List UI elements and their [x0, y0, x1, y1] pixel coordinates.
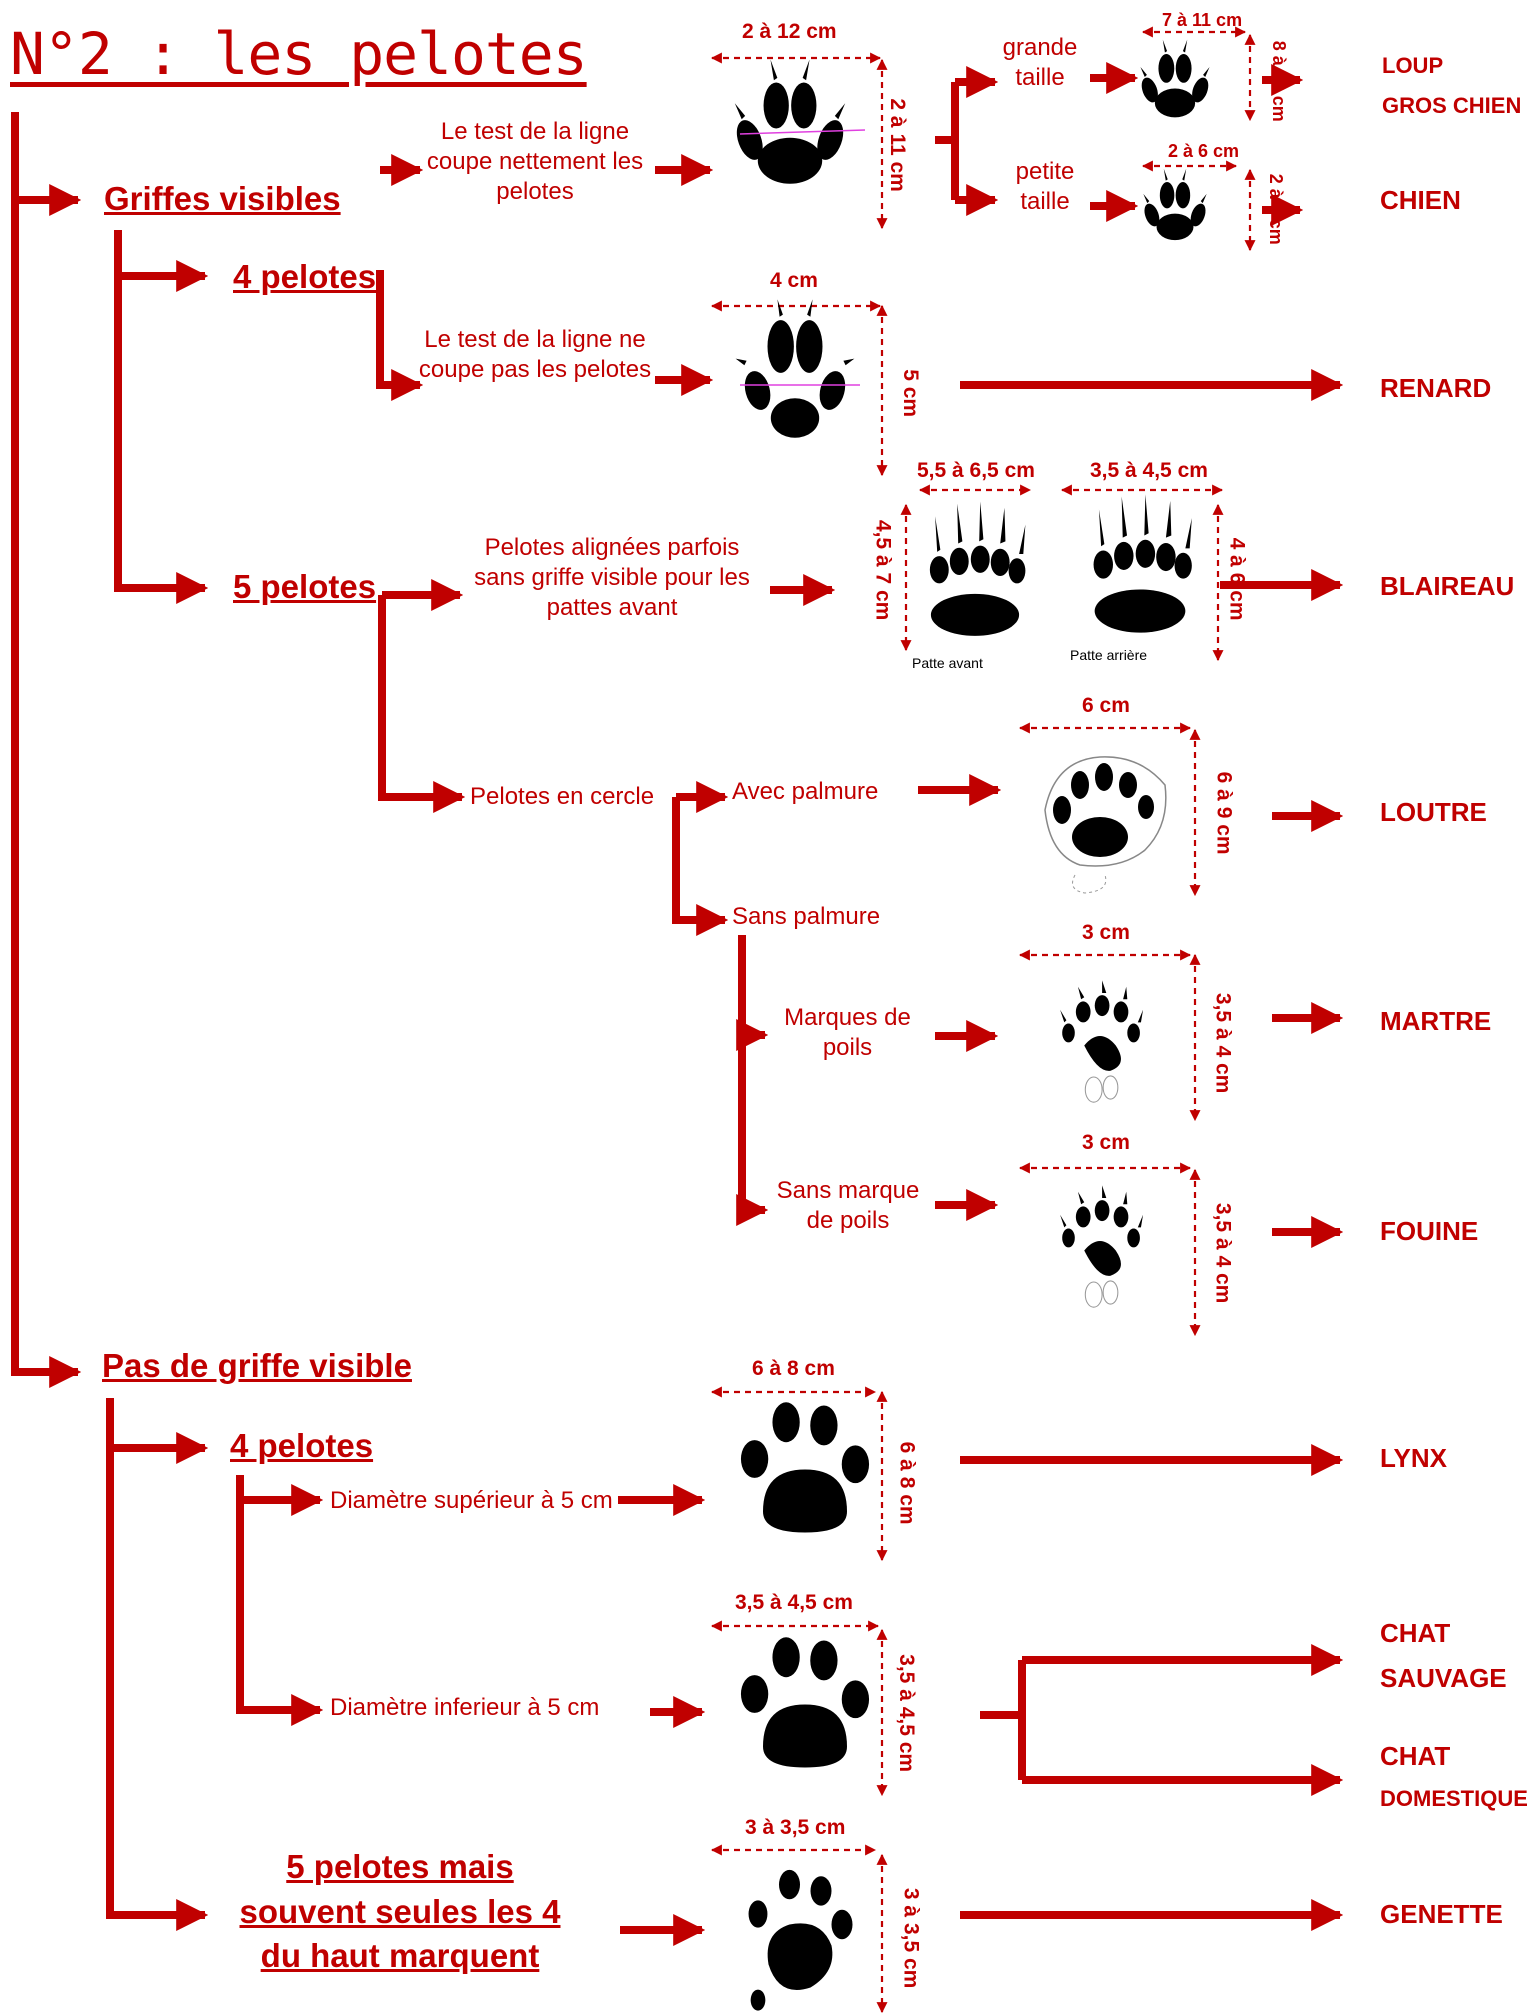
cond-ligne-ne-coupe: Le test de la ligne ne coupe pas les pel… — [418, 326, 652, 383]
dim-chat-height: 3,5 à 4,5 cm — [895, 1654, 919, 1773]
connector-4 — [376, 270, 424, 401]
dim-loup-height: 8 à 12 cm — [1268, 40, 1289, 122]
result-genette: GENETTE — [1380, 1899, 1503, 1929]
dim-loup-width: 7 à 11 cm — [1162, 10, 1243, 30]
connector-32 — [236, 1475, 324, 1726]
connector-8 — [935, 82, 959, 200]
dim-genette-width: 3 à 3,5 cm — [745, 1816, 846, 1839]
dim-chien-width: 2 à 12 cm — [742, 20, 837, 43]
cond-sans-marque-poils: Sans marque de poils — [776, 1177, 920, 1234]
fouine-print — [1059, 1184, 1144, 1308]
connector-39 — [980, 1660, 1026, 1780]
dim-loutre-height: 6 à 9 cm — [1212, 771, 1236, 855]
line-test-markers — [739, 129, 866, 386]
dim-blaireau-avant-width: 5,5 à 6,5 cm — [917, 459, 1035, 482]
dim-renard-width: 4 cm — [770, 269, 818, 292]
chien-print — [731, 59, 849, 184]
dim-martre-width: 3 cm — [1082, 921, 1130, 944]
result-chat-domestique-2: DOMESTIQUE — [1380, 1786, 1527, 1811]
dim-petit-width: 2 à 6 cm — [1168, 141, 1240, 161]
dim-chien-height: 2 à 11 cm — [885, 98, 909, 192]
renard-print — [735, 299, 855, 438]
dim-loutre-width: 6 cm — [1082, 694, 1130, 717]
cond-petite-taille: petite taille — [1015, 158, 1075, 215]
lynx-print — [740, 1402, 870, 1533]
result-fouine: FOUINE — [1380, 1216, 1479, 1246]
dim-petit-height: 2 à 7 cm — [1265, 173, 1286, 245]
connector-lines — [11, 62, 1344, 1946]
connector-30 — [106, 1398, 209, 1931]
sub-griffes-4-pelotes: 4 pelotes — [233, 258, 377, 295]
cond-sans-palmure: Sans palmure — [732, 903, 881, 930]
connector-0 — [11, 112, 82, 1388]
petit-chien-print — [1141, 168, 1209, 241]
connector-20 — [672, 797, 729, 936]
result-lynx: LYNX — [1380, 1443, 1447, 1473]
dim-blaireau-arriere-height: 4 à 6 cm — [1225, 537, 1249, 621]
cond-diametre-inferieur: Diamètre inferieur à 5 cm — [330, 1694, 600, 1721]
sub-pas-5-pelotes: 5 pelotes mais souvent seules les 4 du h… — [239, 1848, 561, 1975]
dim-chat-width: 3,5 à 4,5 cm — [735, 1591, 853, 1614]
dimension-lines — [710, 26, 1256, 2014]
dim-fouine-width: 3 cm — [1082, 1131, 1130, 1154]
blaireau-arriere-print — [1093, 494, 1192, 633]
cond-ligne-coupe: Le test de la ligne coupe nettement les … — [426, 118, 644, 205]
result-chat-sauvage-2: SAUVAGE — [1380, 1663, 1507, 1693]
result-renard: RENARD — [1380, 373, 1492, 403]
genette-print — [748, 1869, 853, 2011]
result-chat-domestique-1: CHAT — [1380, 1741, 1451, 1771]
dim-lynx-height: 6 à 8 cm — [895, 1441, 919, 1525]
dim-lynx-width: 6 à 8 cm — [752, 1357, 835, 1380]
blaireau-avant-print — [929, 501, 1026, 636]
cond-grande-taille: grande taille — [1002, 34, 1078, 91]
dim-martre-height: 3,5 à 4 cm — [1211, 992, 1235, 1094]
chat-print — [740, 1637, 870, 1768]
sub-pas-4-pelotes: 4 pelotes — [230, 1427, 374, 1464]
cond-avec-palmure: Avec palmure — [732, 778, 879, 805]
caption-patte-arriere: Patte arrière — [1070, 647, 1148, 663]
result-loup: LOUP — [1382, 53, 1444, 78]
dim-renard-height: 5 cm — [899, 369, 923, 418]
connector-16 — [378, 595, 466, 813]
dim-fouine-height: 3,5 à 4 cm — [1211, 1202, 1235, 1304]
loup-print — [1138, 39, 1212, 118]
dim-blaireau-arriere-width: 3,5 à 4,5 cm — [1090, 459, 1208, 482]
cond-pelotes-cercle: Pelotes en cercle — [470, 783, 655, 810]
result-loutre: LOUTRE — [1380, 797, 1487, 827]
result-chien: CHIEN — [1380, 185, 1461, 215]
cond-pelotes-alignees: Pelotes alignées parfois sans griffe vis… — [474, 534, 750, 621]
branch-pas-de-griffe: Pas de griffe visible — [102, 1347, 412, 1384]
result-chat-sauvage-1: CHAT — [1380, 1618, 1451, 1648]
cond-marques-poils: Marques de poils — [784, 1004, 911, 1061]
martre-print — [1059, 979, 1144, 1103]
dim-blaireau-avant-height: 4,5 à 7 cm — [871, 519, 895, 621]
branch-griffes-visibles: Griffes visibles — [104, 180, 341, 217]
dim-genette-height: 3 à 3,5 cm — [899, 1887, 923, 1989]
result-martre: MARTRE — [1380, 1006, 1492, 1036]
connector-24 — [736, 935, 769, 1226]
connector-2 — [114, 230, 209, 604]
result-gros-chien: GROS CHIEN — [1382, 93, 1522, 118]
caption-patte-avant: Patte avant — [912, 655, 983, 671]
sub-griffes-5-pelotes: 5 pelotes — [233, 568, 377, 605]
loutre-print — [1044, 756, 1167, 894]
page-title: N°2 : les pelotes — [10, 20, 588, 88]
cond-diametre-superieur: Diamètre supérieur à 5 cm — [330, 1487, 613, 1514]
result-blaireau: BLAIREAU — [1380, 571, 1515, 601]
